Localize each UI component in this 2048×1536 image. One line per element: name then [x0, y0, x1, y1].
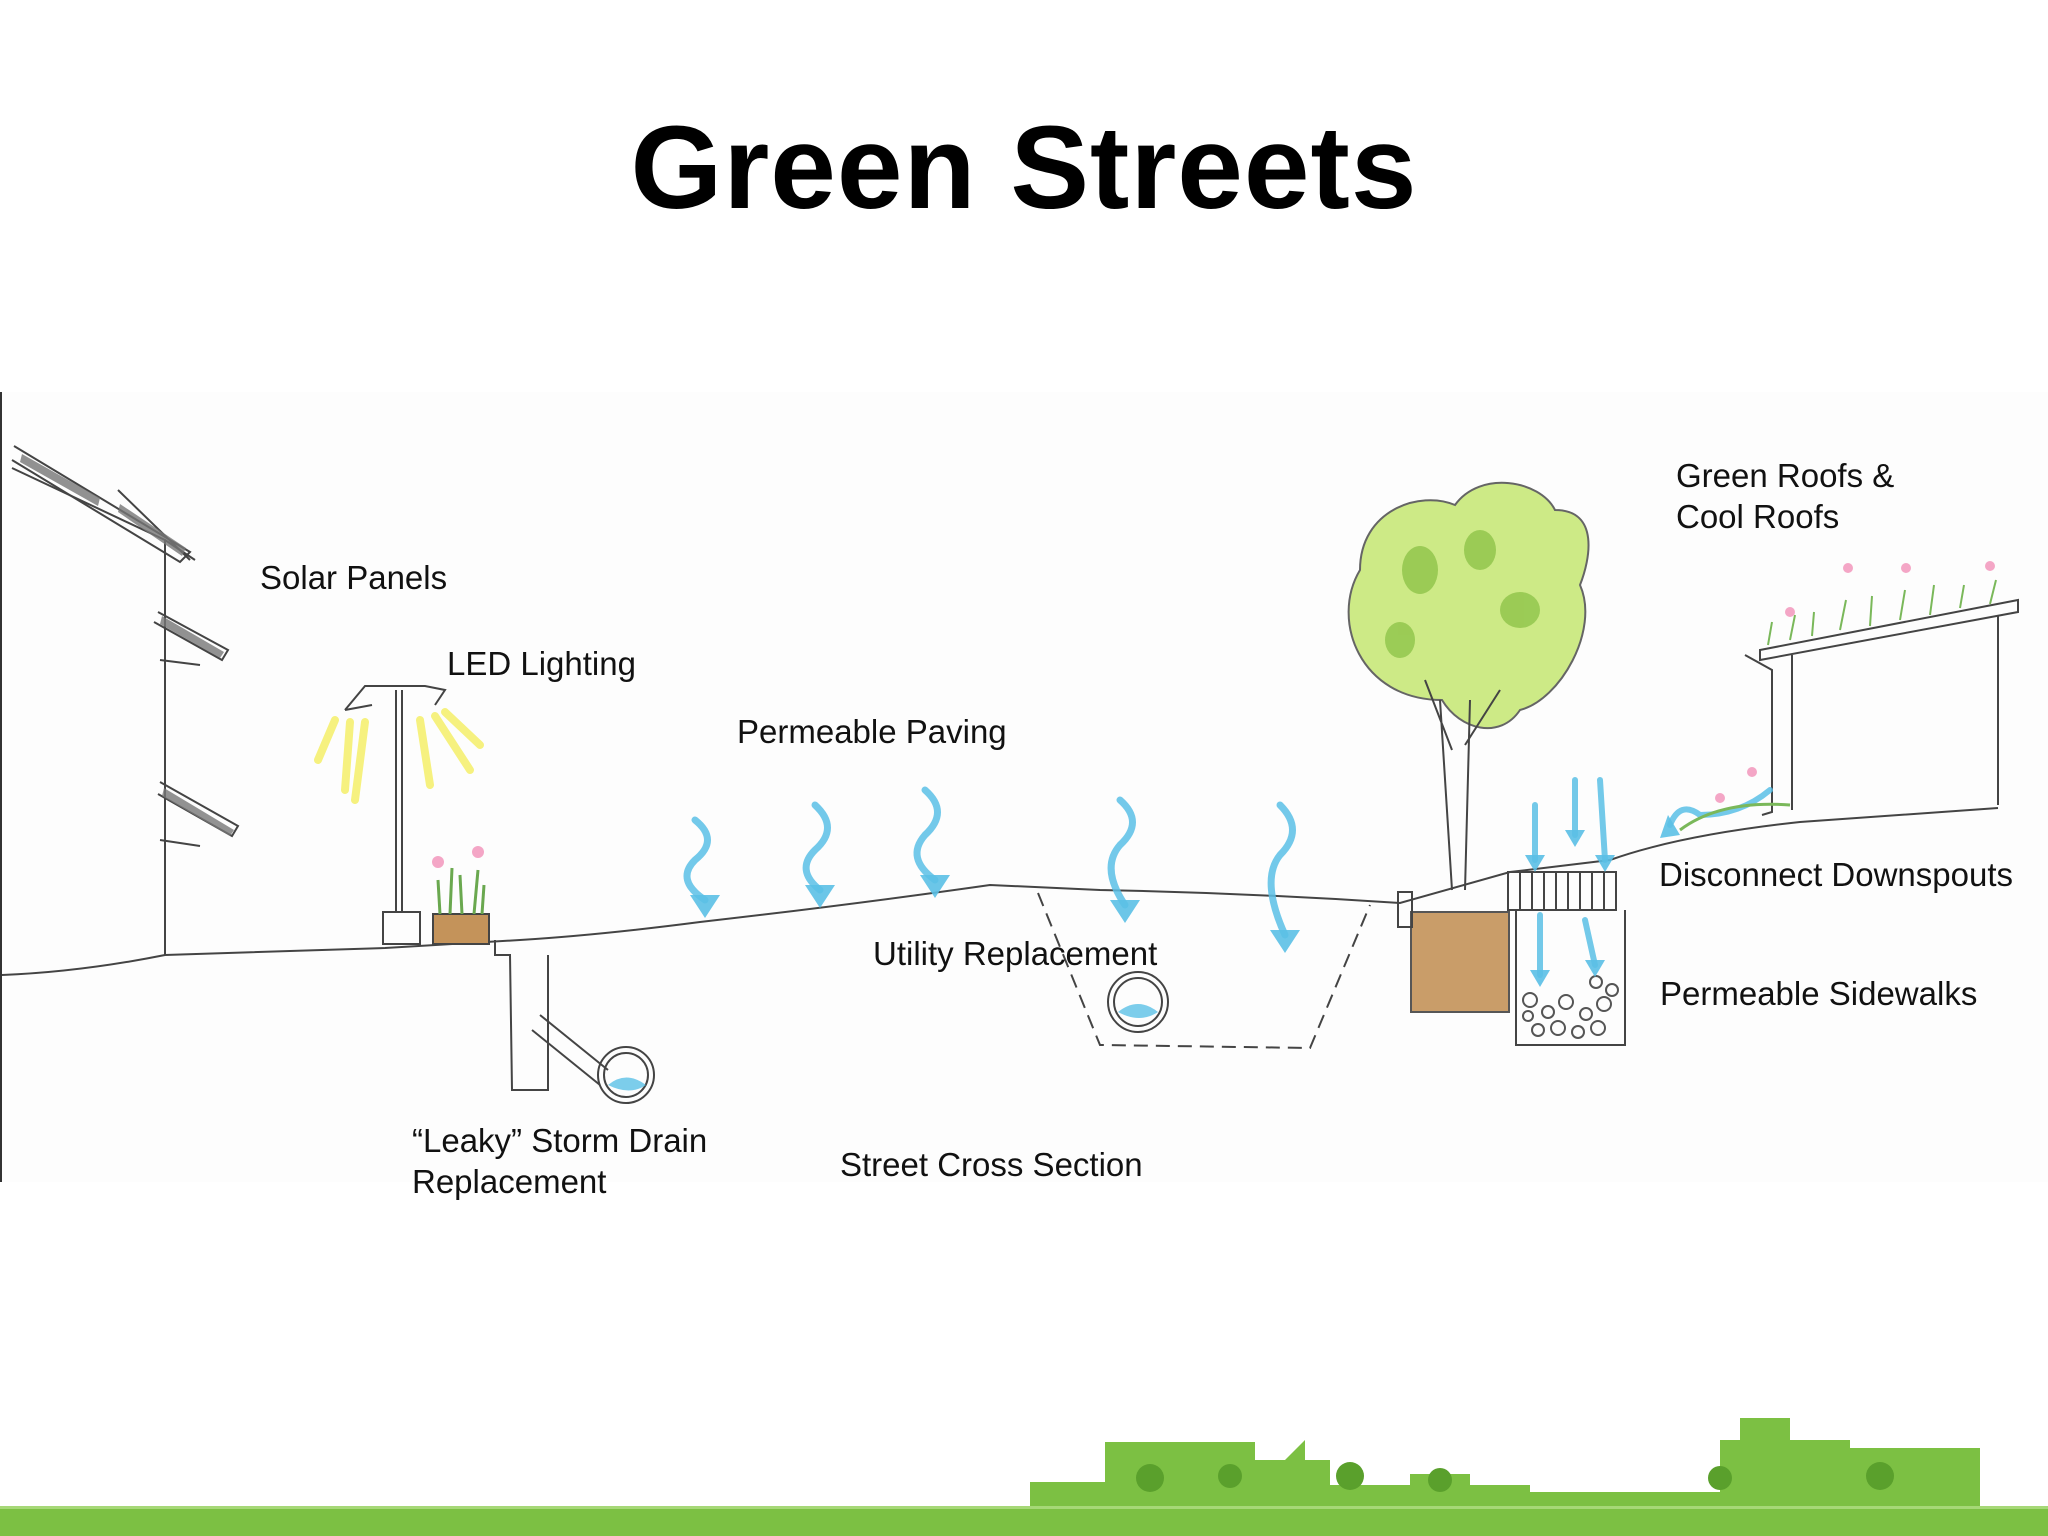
street-tree — [1347, 481, 1590, 891]
label-led-lighting: LED Lighting — [447, 645, 636, 682]
solar-panel-shading — [20, 454, 234, 836]
curb — [1397, 891, 1413, 928]
sidewalk-arrowheads — [1525, 830, 1615, 987]
label-green-roofs-line1: Green Roofs & — [1676, 457, 1895, 494]
utility-trench — [1037, 892, 1371, 1050]
label-street-cross-section: Street Cross Section — [840, 1146, 1143, 1183]
tree-soil-pit — [1410, 911, 1510, 1013]
utility-pipe — [1107, 971, 1169, 1033]
downspout-arrowhead — [1660, 815, 1680, 838]
page-title: Green Streets — [630, 102, 1418, 234]
utility-pipe-water — [1118, 1004, 1158, 1018]
label-green-roofs-line2: Cool Roofs — [1676, 498, 1840, 535]
leaky-storm-drain — [494, 940, 655, 1104]
sketch-border — [0, 392, 2, 1182]
led-street-light — [344, 685, 447, 945]
label-green-roofs: Green Roofs & Cool Roofs — [1676, 455, 1894, 537]
sidewalk-infiltration-arrows — [1532, 777, 1608, 978]
permeable-paving-arrows — [683, 786, 1296, 939]
green-roof-plants — [1767, 579, 1997, 646]
led-light-glow — [314, 708, 484, 804]
footer-skyline-icon — [1030, 1418, 1980, 1508]
gravel-stones — [1522, 975, 1619, 1039]
footer-band-highlight — [0, 1506, 2048, 1509]
label-permeable-sidewalks: Permeable Sidewalks — [1660, 975, 1978, 1012]
house-with-solar-panels — [11, 445, 240, 955]
label-permeable-paving: Permeable Paving — [737, 713, 1007, 750]
house-with-green-roof — [1744, 598, 2019, 816]
label-storm-drain-line2: Replacement — [412, 1163, 607, 1200]
roof-flowers — [1715, 561, 1995, 803]
footer-trees — [1136, 1462, 1894, 1492]
downspout-flow-arrow — [1667, 787, 1773, 828]
permeable-sidewalk — [1507, 871, 1626, 1046]
label-disconnect-downspouts: Disconnect Downspouts — [1659, 856, 2014, 893]
downspout-garden — [1679, 802, 1791, 832]
permeable-paving-arrowheads — [690, 875, 1300, 953]
storm-drain-water — [608, 1077, 646, 1091]
ground-line — [1, 807, 1999, 976]
label-utility-replacement: Utility Replacement — [873, 935, 1158, 972]
label-storm-drain-line1: “Leaky” Storm Drain — [412, 1122, 708, 1159]
label-solar-panels: Solar Panels — [260, 559, 448, 596]
footer-band — [0, 1508, 2048, 1536]
planter-box — [432, 846, 490, 945]
label-storm-drain: “Leaky” Storm Drain Replacement — [412, 1120, 707, 1202]
